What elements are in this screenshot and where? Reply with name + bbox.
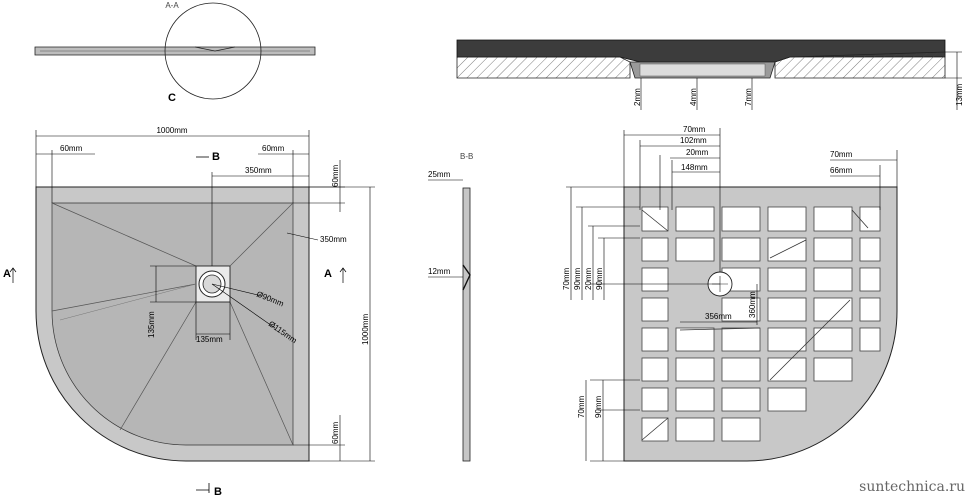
dim-front-left-offset: 60mm xyxy=(60,144,83,153)
detail-c-circle xyxy=(164,2,262,100)
cross-section-view: 2mm 4mm 7mm 13mm xyxy=(456,39,964,110)
dim-bottom-70: 70mm xyxy=(683,125,706,134)
dim-bottom-v90: 90mm xyxy=(573,267,582,290)
dim-front-right-offset: 60mm xyxy=(262,144,285,153)
dim-bottom-v90b: 90mm xyxy=(595,267,604,290)
rib-cell xyxy=(767,357,807,382)
rib-cell xyxy=(675,206,715,232)
dim-bottom-70-right: 70mm xyxy=(830,150,853,159)
rib-cell xyxy=(859,267,881,292)
rib-cell xyxy=(813,267,853,292)
section-bb-view: B-B 25mm 12mm xyxy=(428,152,473,462)
dim-front-width: 1000mm xyxy=(156,126,187,135)
rib-cell xyxy=(721,417,761,442)
rib-diagonal xyxy=(769,299,851,381)
dim-bottom-v20: 20mm xyxy=(584,267,593,290)
rib-cell xyxy=(721,327,761,352)
section-aa-view: A-A C xyxy=(34,1,316,104)
rib-cell xyxy=(767,297,807,322)
rib-cell xyxy=(721,357,761,382)
rib-cell xyxy=(675,387,715,412)
rib-cell xyxy=(721,206,761,232)
rib-diagonal xyxy=(851,209,869,229)
rib-cell xyxy=(641,297,669,322)
rib-cell xyxy=(767,387,807,412)
rib-cell xyxy=(767,206,807,232)
section-a-right-label: A xyxy=(324,268,332,280)
rib-cell xyxy=(859,237,881,262)
rib-cell xyxy=(641,237,669,262)
dim-front-top-offset: 60mm xyxy=(331,164,340,187)
dim-front-bottom-offset: 60mm xyxy=(331,421,340,444)
rib-cell xyxy=(675,357,715,382)
dim-bottom-66: 66mm xyxy=(830,166,853,175)
rib-cell xyxy=(767,267,807,292)
rib-cell xyxy=(721,237,761,262)
dim-4mm: 4mm xyxy=(689,88,698,106)
section-a-left-label: A xyxy=(3,268,11,280)
rib-cell xyxy=(641,267,669,292)
watermark: suntechnica.ru xyxy=(859,479,965,495)
dim-bottom-v70b: 70mm xyxy=(577,395,586,418)
bottom-view: 70mm 102mm 20mm 148mm 70mm 66mm 70mm 90m… xyxy=(562,125,898,462)
rib-cell xyxy=(641,387,669,412)
rib-cell xyxy=(641,327,669,352)
rib-diagonal xyxy=(641,417,669,441)
rib-cell xyxy=(859,206,881,232)
rib-diagonal xyxy=(679,327,761,331)
rib-cell xyxy=(859,297,881,322)
rib-cell xyxy=(721,297,761,322)
dim-bottom-h356: 356mm xyxy=(705,312,732,321)
dim-bottom-v360: 360mm xyxy=(748,291,757,318)
dim-bottom-102: 102mm xyxy=(680,136,707,145)
rib-cell xyxy=(767,327,807,352)
rib-cell xyxy=(813,327,853,352)
dim-bottom-v90c: 90mm xyxy=(594,395,603,418)
rib-diagonal xyxy=(641,209,669,232)
dim-drain-height: 135mm xyxy=(147,311,156,338)
dim-bottom-20: 20mm xyxy=(686,148,709,157)
dim-2mm: 2mm xyxy=(633,88,642,106)
rib-cell xyxy=(641,357,669,382)
rib-cell xyxy=(675,327,715,352)
rib-cell xyxy=(859,327,881,352)
detail-c-label: C xyxy=(168,92,176,104)
rib-cell xyxy=(675,237,715,262)
rib-cell xyxy=(721,387,761,412)
rib-cell xyxy=(675,417,715,442)
rib-cell xyxy=(813,206,853,232)
rib-grid xyxy=(641,206,881,442)
dim-bb-mid: 12mm xyxy=(428,267,451,276)
rib-cell xyxy=(813,237,853,262)
dim-front-drain-offset: 350mm xyxy=(245,166,272,175)
dim-bb-top: 25mm xyxy=(428,170,451,179)
section-aa-label: A-A xyxy=(165,1,179,10)
dim-13mm: 13mm xyxy=(955,83,964,106)
rib-cell xyxy=(813,297,853,322)
dim-front-height: 1000mm xyxy=(361,314,370,345)
dim-bottom-v70: 70mm xyxy=(562,267,571,290)
section-b-bottom-label: B xyxy=(214,486,222,497)
dim-7mm: 7mm xyxy=(744,88,753,106)
section-bb-label: B-B xyxy=(460,152,473,161)
front-view: 1000mm 60mm 60mm 350mm B 60mm 1000mm 60m… xyxy=(3,126,375,497)
rib-diagonal xyxy=(769,239,807,259)
rib-cell xyxy=(813,357,853,382)
dim-front-side-offset: 350mm xyxy=(320,235,347,244)
dim-drain-width: 135mm xyxy=(196,335,223,344)
dim-bottom-148: 148mm xyxy=(681,163,708,172)
section-b-top-label: B xyxy=(212,151,220,163)
